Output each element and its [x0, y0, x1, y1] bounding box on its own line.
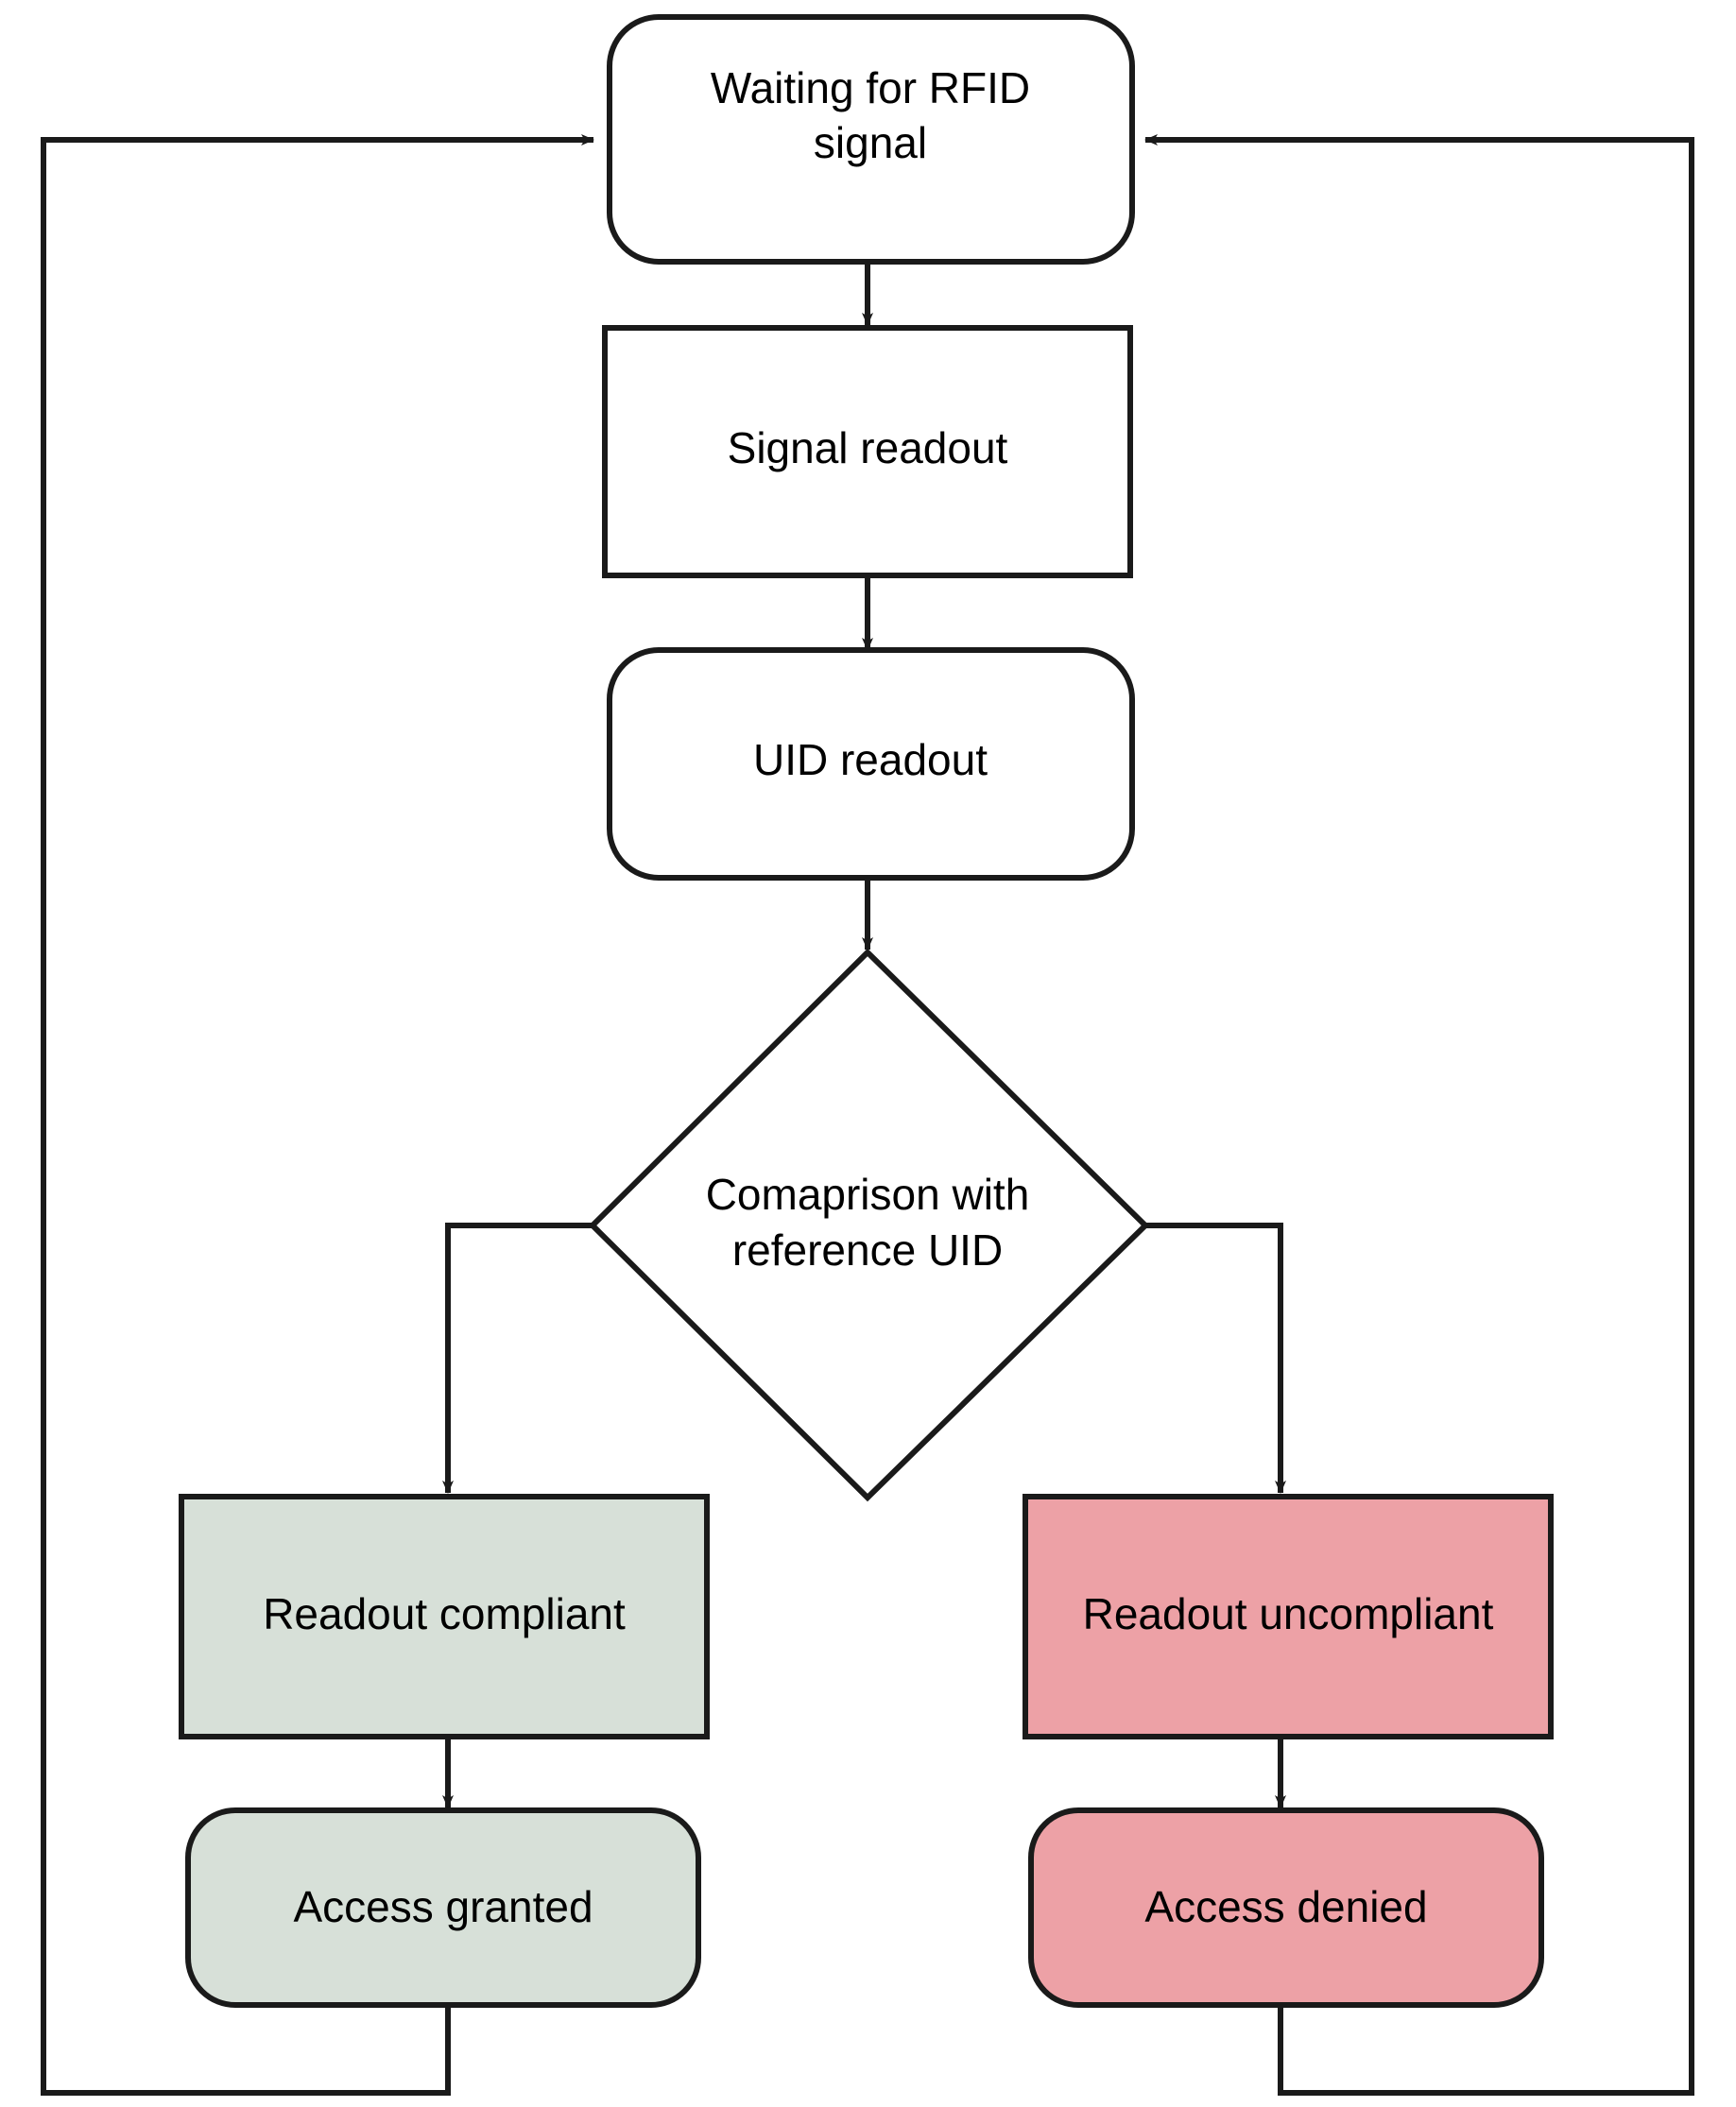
- uid-readout-node-label: UID readout: [753, 735, 988, 784]
- node-waiting-for-rfid-signal[interactable]: Waiting for RFID signal: [607, 14, 1135, 265]
- access-denied-node-label: Access denied: [1144, 1882, 1427, 1931]
- node-access-granted[interactable]: Access granted: [185, 1807, 701, 2008]
- comparison-node-label-line-1: Comaprison with: [706, 1170, 1030, 1219]
- waiting-node-label-line-1: Waiting for RFID: [711, 63, 1030, 112]
- access-granted-node-label: Access granted: [293, 1882, 593, 1931]
- readout-uncompliant-node-label: Readout uncompliant: [1083, 1589, 1494, 1638]
- access-denied-node-shape: [1028, 1807, 1544, 2008]
- node-access-denied[interactable]: Access denied: [1028, 1807, 1544, 2008]
- waiting-node-shape: [607, 14, 1135, 265]
- readout-uncompliant-node-shape: [1023, 1494, 1554, 1739]
- node-readout-compliant[interactable]: Readout compliant: [179, 1494, 710, 1739]
- comparison-node-shape: [588, 948, 1150, 1502]
- uid-readout-node-shape: [607, 647, 1135, 881]
- node-uid-readout[interactable]: UID readout: [607, 647, 1135, 881]
- signal-readout-node-shape: [602, 325, 1133, 578]
- node-comparison-decision[interactable]: Comaprison with reference UID: [588, 948, 1150, 1502]
- edge-comparison-to-compliant: [442, 1223, 595, 1494]
- edge-comparison-to-uncompliant: [1143, 1223, 1286, 1494]
- waiting-node-label-line-2: signal: [814, 118, 927, 167]
- readout-compliant-node-label: Readout compliant: [263, 1589, 626, 1638]
- comparison-node-label-line-2: reference UID: [732, 1225, 1003, 1275]
- access-granted-node-shape: [185, 1807, 701, 2008]
- edge-granted-loop-back: [41, 134, 594, 2096]
- node-readout-uncompliant[interactable]: Readout uncompliant: [1023, 1494, 1554, 1739]
- signal-readout-node-label: Signal readout: [728, 423, 1008, 472]
- node-signal-readout[interactable]: Signal readout: [602, 325, 1133, 578]
- edge-denied-loop-back: [1144, 134, 1694, 2096]
- readout-compliant-node-shape: [179, 1494, 710, 1739]
